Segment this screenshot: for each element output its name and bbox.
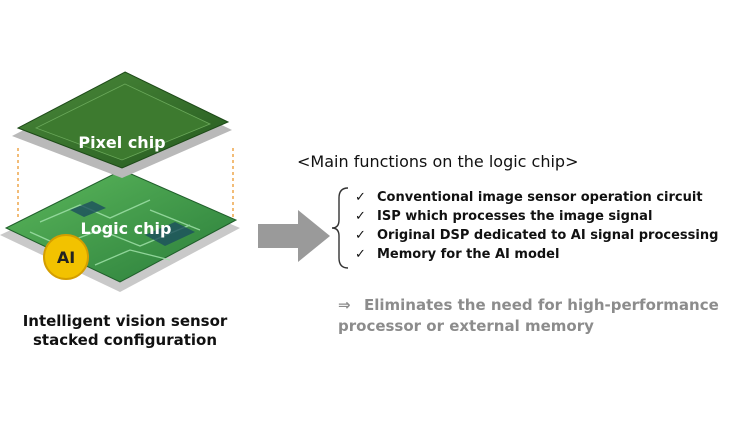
check-icon: ✓ [355,228,366,243]
functions-list: ✓Conventional image sensor operation cir… [355,188,718,264]
logic-chip-label: Logic chip [81,219,172,238]
check-icon: ✓ [355,190,366,205]
curly-brace-icon [331,187,349,269]
diagram-caption-line2: stacked configuration [32,331,218,349]
check-icon: ✓ [355,209,366,224]
functions-title: <Main functions on the logic chip> [297,152,579,171]
check-icon: ✓ [355,247,366,262]
pixel-chip [12,71,232,178]
diagram-caption-line1: Intelligent vision sensor [22,312,228,330]
dashed-guides [17,148,234,220]
stacked-chip-illustration: Pixel chip Logic chip AI [0,71,240,292]
list-item: ✓Original DSP dedicated to AI signal pro… [355,228,719,243]
right-arrow-icon [258,210,330,262]
list-item: ✓ISP which processes the image signal [355,209,653,224]
conclusion-text: ⇒Eliminates the need for high-performanc… [338,296,719,335]
implies-arrow-icon: ⇒ [338,296,351,314]
list-item: ✓Memory for the AI model [355,247,560,262]
list-item: ✓Conventional image sensor operation cir… [355,190,703,205]
pixel-chip-label: Pixel chip [78,133,165,152]
ai-badge-label: AI [57,248,75,267]
ai-badge [43,234,89,280]
